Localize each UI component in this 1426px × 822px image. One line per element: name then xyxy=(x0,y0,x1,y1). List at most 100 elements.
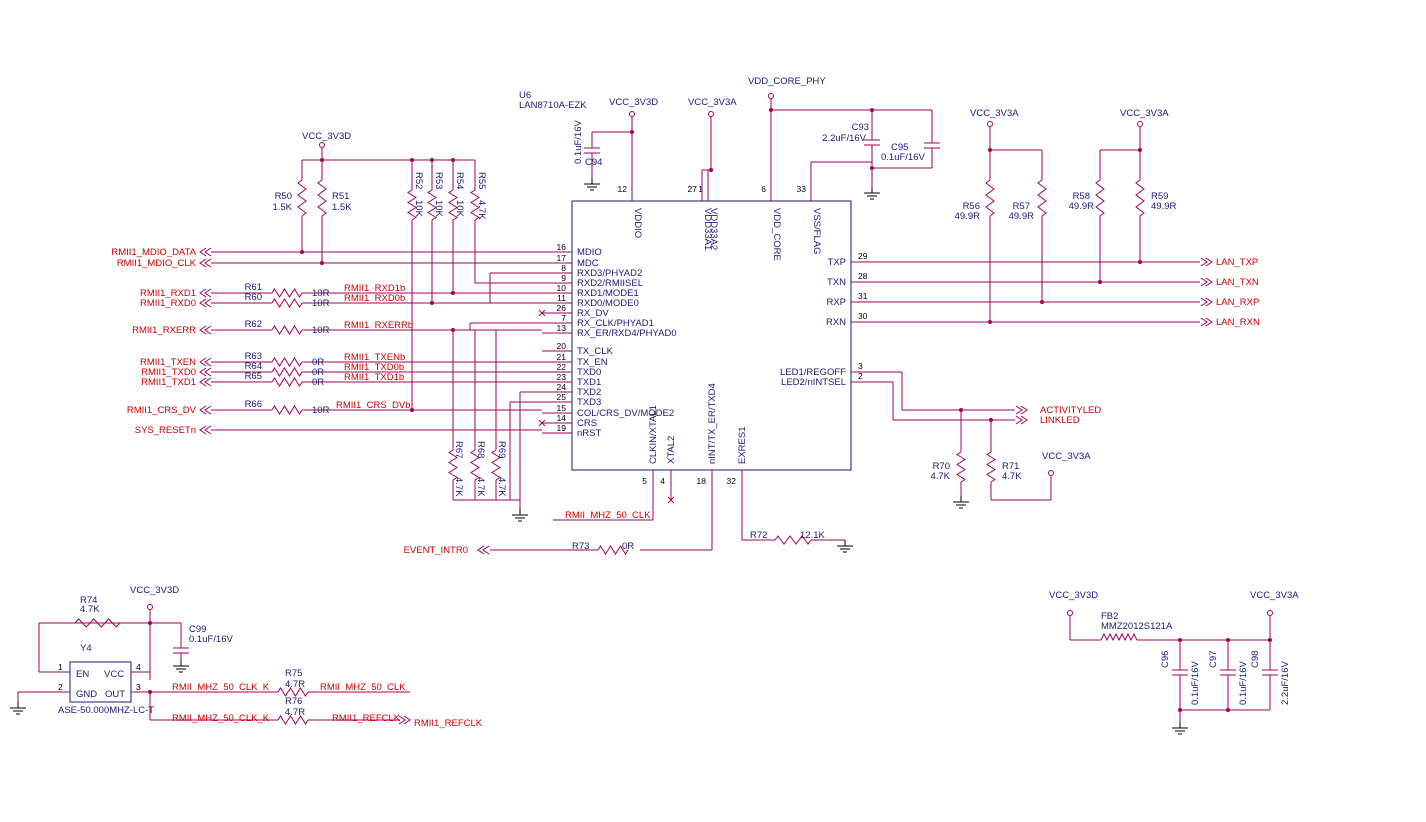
resistor-value: 4.7K xyxy=(476,200,487,220)
capacitor-ref: C93 xyxy=(852,122,869,133)
arrow-icon xyxy=(204,425,212,435)
resistor-value: 0R xyxy=(622,541,634,552)
net-label: RMII1_MDIO_CLK xyxy=(117,258,197,269)
pin-name: TXD0 xyxy=(577,367,601,378)
pin-number: 22 xyxy=(557,362,567,372)
pin-number: 16 xyxy=(557,242,567,252)
resistor-symbol xyxy=(1037,179,1047,217)
junction-dot xyxy=(320,261,324,265)
pin-name: TXN xyxy=(827,277,846,288)
power-label: VCC_3V3D xyxy=(609,97,658,108)
junction-dot xyxy=(709,168,713,172)
arrow-icon xyxy=(204,367,212,377)
pin-name: TXD1 xyxy=(577,377,601,388)
net-label: LAN_TXP xyxy=(1216,257,1258,268)
pin-name: EN xyxy=(76,669,89,680)
arrow-icon xyxy=(204,298,212,308)
resistor-value: 0R xyxy=(312,357,324,368)
arrow-icon xyxy=(204,357,212,367)
junction-dot xyxy=(300,250,304,254)
pin-name: RXN xyxy=(826,317,846,328)
net-label: RMII1_RXERR xyxy=(132,325,196,336)
resistor-ref: R63 xyxy=(245,351,262,362)
resistor-ref: R54 xyxy=(454,172,465,189)
net-label: RMII1_TXD1b xyxy=(344,372,404,383)
resistor-ref: R64 xyxy=(245,361,262,372)
resistor-symbol xyxy=(277,687,309,697)
arrow-icon xyxy=(1015,415,1023,425)
resistor-value: 12.1K xyxy=(800,530,825,541)
net-label: RMII1_RXD1b xyxy=(344,283,405,294)
net-label: LAN_RXP xyxy=(1216,297,1259,308)
junction-dot xyxy=(769,108,773,112)
power-label: VCC_3V3A xyxy=(1042,451,1091,462)
resistor-symbol xyxy=(74,618,121,628)
power-port-icon xyxy=(1048,470,1054,476)
net-label: RMII1_CRS_DVb xyxy=(336,400,410,411)
no-connect-icon xyxy=(538,309,546,317)
power-label: VDD_CORE_PHY xyxy=(748,76,826,87)
net-label: RMII1_RXD0 xyxy=(140,298,196,309)
pin-name: MDC xyxy=(577,258,599,269)
pin-name: OUT xyxy=(105,689,125,700)
resistor-symbol xyxy=(271,288,303,298)
pin-name: TX_CLK xyxy=(577,346,614,357)
pin-name: TXD3 xyxy=(577,397,601,408)
resistor-symbol xyxy=(271,325,303,335)
junction-dot xyxy=(148,690,152,694)
pin-name: RXD3/PHYAD2 xyxy=(577,268,642,279)
resistor-value: 4.7K xyxy=(496,477,507,497)
resistor-ref: R59 xyxy=(1151,191,1168,202)
resistor-value: 4.7K xyxy=(453,477,464,497)
capacitor-ref: C95 xyxy=(891,142,908,153)
resistor-value: 4.7K xyxy=(1002,471,1022,482)
pin-name: LED2/nINTSEL xyxy=(781,377,846,388)
resistor-symbol xyxy=(491,449,501,481)
pin-number: 15 xyxy=(557,403,567,413)
pin-name: GND xyxy=(76,689,97,700)
resistor-value: 4.7K xyxy=(475,477,486,497)
pin-number: 10 xyxy=(557,283,567,293)
resistor-ref: R52 xyxy=(413,172,424,189)
net-label: RMII1_TXD0b xyxy=(344,362,404,373)
resistor-symbol xyxy=(956,451,966,483)
resistor-value: 10R xyxy=(312,405,330,416)
arrow-icon xyxy=(1200,297,1208,307)
pin-name: CRS xyxy=(577,418,597,429)
power-port-icon xyxy=(1067,610,1073,616)
net-label: LINKLED xyxy=(1040,415,1080,426)
pin-name: nINT/TX_ER/TXD4 xyxy=(707,383,718,464)
pin-number: 20 xyxy=(557,341,567,351)
pin-number: 2 xyxy=(858,371,863,381)
arrow-icon xyxy=(204,258,212,268)
net-label: RMII1_TXD1 xyxy=(141,377,196,388)
pin-number: 3 xyxy=(858,361,863,371)
power-label: VCC_3V3D xyxy=(302,131,351,142)
resistor-ref: R55 xyxy=(476,172,487,189)
resistor-ref: R68 xyxy=(475,441,486,458)
net-label: RMII1_REFCLK xyxy=(332,713,401,724)
resistor-value: 10K xyxy=(413,200,424,218)
resistor-symbol xyxy=(597,545,629,555)
resistor-ref: R51 xyxy=(332,191,349,202)
net-label: RMII_MHZ_50_CLK_K xyxy=(172,713,270,724)
pin-name: RX_DV xyxy=(577,308,609,319)
resistor-ref: R71 xyxy=(1002,461,1019,472)
junction-dot xyxy=(870,166,874,170)
resistor-symbol xyxy=(271,298,303,308)
arrow-icon xyxy=(199,247,207,257)
pin-name: VDDIO xyxy=(632,208,643,238)
capacitor-value: 2.2uF/16V xyxy=(1280,661,1291,705)
pin-number: 8 xyxy=(561,263,566,273)
resistor-value: 4.7R xyxy=(285,679,305,690)
arrow-icon xyxy=(199,357,207,367)
pin-number: 24 xyxy=(557,382,567,392)
net-label: RMII1_TXEN xyxy=(140,357,196,368)
resistor-symbol xyxy=(271,405,303,415)
pin-number: 5 xyxy=(642,476,647,486)
resistor-symbol xyxy=(774,535,812,545)
resistor-value: 0R xyxy=(312,367,324,378)
capacitor-ref: C96 xyxy=(1160,651,1171,668)
power-label: VCC_3V3A xyxy=(970,108,1019,119)
